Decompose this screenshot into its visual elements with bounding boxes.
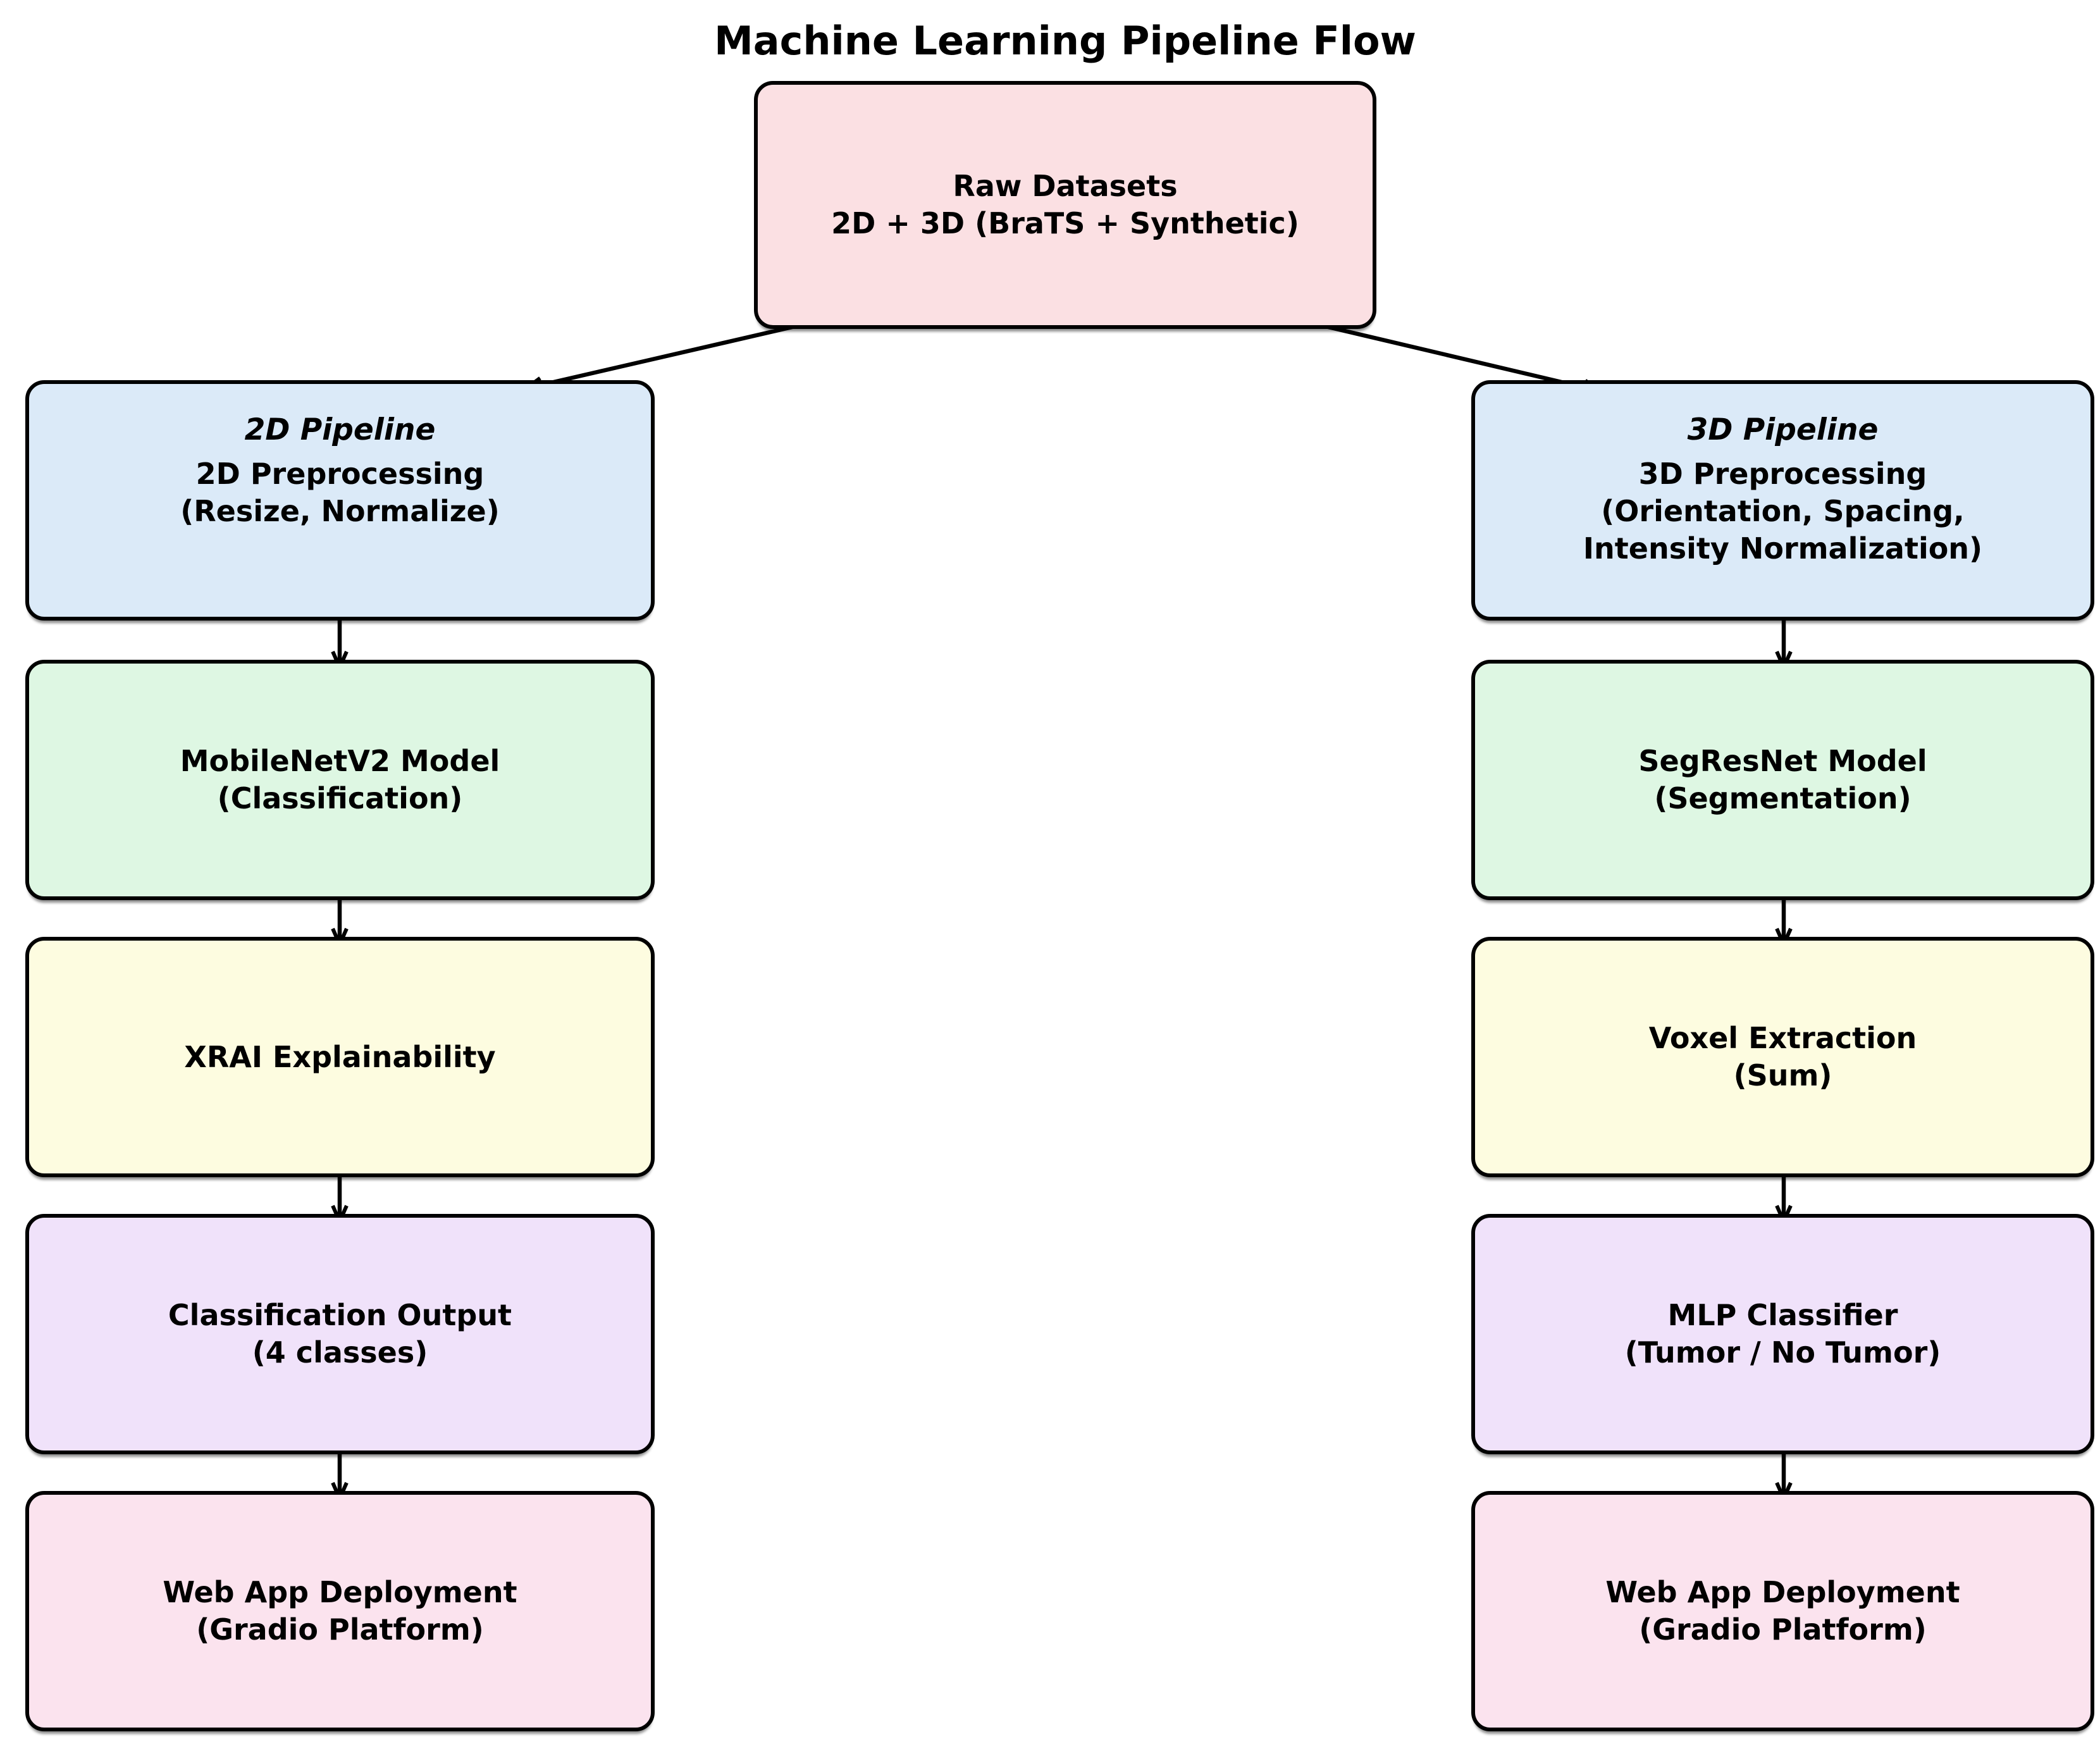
pipeline-label-3d: 3D Pipeline (1687, 412, 1879, 447)
node-text-line: MobileNetV2 Model (180, 744, 500, 779)
node-raw-datasets: Raw Datasets 2D + 3D (BraTS + Synthetic) (754, 81, 1376, 329)
node-text-line: XRAI Explainability (184, 1039, 496, 1074)
node-3d-preprocessing: 3D Pipeline 3D Preprocessing (Orientatio… (1471, 380, 2094, 621)
diagram-title: Machine Learning Pipeline Flow (714, 18, 1416, 64)
node-web-app-deployment-2d: Web App Deployment (Gradio Platform) (25, 1491, 655, 1731)
node-text-line: 2D + 3D (BraTS + Synthetic) (831, 206, 1299, 240)
node-text-line: Classification Output (168, 1298, 512, 1333)
node-2d-preprocessing: 2D Pipeline 2D Preprocessing (Resize, No… (25, 380, 655, 621)
node-segresnet-model: SegResNet Model (Segmentation) (1471, 660, 2094, 900)
node-text-line: Raw Datasets (953, 169, 1178, 204)
pipeline-label-2d: 2D Pipeline (244, 412, 436, 447)
node-classification-output: Classification Output (4 classes) (25, 1214, 655, 1454)
node-mlp-classifier: MLP Classifier (Tumor / No Tumor) (1471, 1214, 2094, 1454)
node-xrai-explainability: XRAI Explainability (25, 937, 655, 1177)
node-text-line: (Tumor / No Tumor) (1624, 1335, 1941, 1370)
node-text-line: (Resize, Normalize) (180, 493, 500, 528)
node-text-line: 2D Preprocessing (195, 456, 485, 491)
node-text-line: Web App Deployment (163, 1575, 517, 1610)
node-text-line: SegResNet Model (1638, 744, 1927, 779)
node-text-line: MLP Classifier (1667, 1298, 1898, 1333)
node-text-line: Web App Deployment (1605, 1575, 1960, 1610)
node-text-line: (4 classes) (252, 1335, 428, 1370)
node-web-app-deployment-3d: Web App Deployment (Gradio Platform) (1471, 1491, 2094, 1731)
node-text-line: (Segmentation) (1654, 781, 1912, 815)
node-text-line: (Gradio Platform) (196, 1612, 484, 1647)
node-text-line: (Orientation, Spacing, (1601, 493, 1965, 528)
node-mobilenetv2-model: MobileNetV2 Model (Classification) (25, 660, 655, 900)
node-text-line: Intensity Normalization) (1583, 531, 1983, 566)
node-text-line: (Classification) (217, 781, 463, 815)
node-text-line: (Gradio Platform) (1639, 1612, 1927, 1647)
node-text-line: (Sum) (1733, 1058, 1832, 1092)
node-text-line: Voxel Extraction (1648, 1021, 1917, 1056)
node-text-line: 3D Preprocessing (1638, 456, 1927, 491)
node-voxel-extraction: Voxel Extraction (Sum) (1471, 937, 2094, 1177)
